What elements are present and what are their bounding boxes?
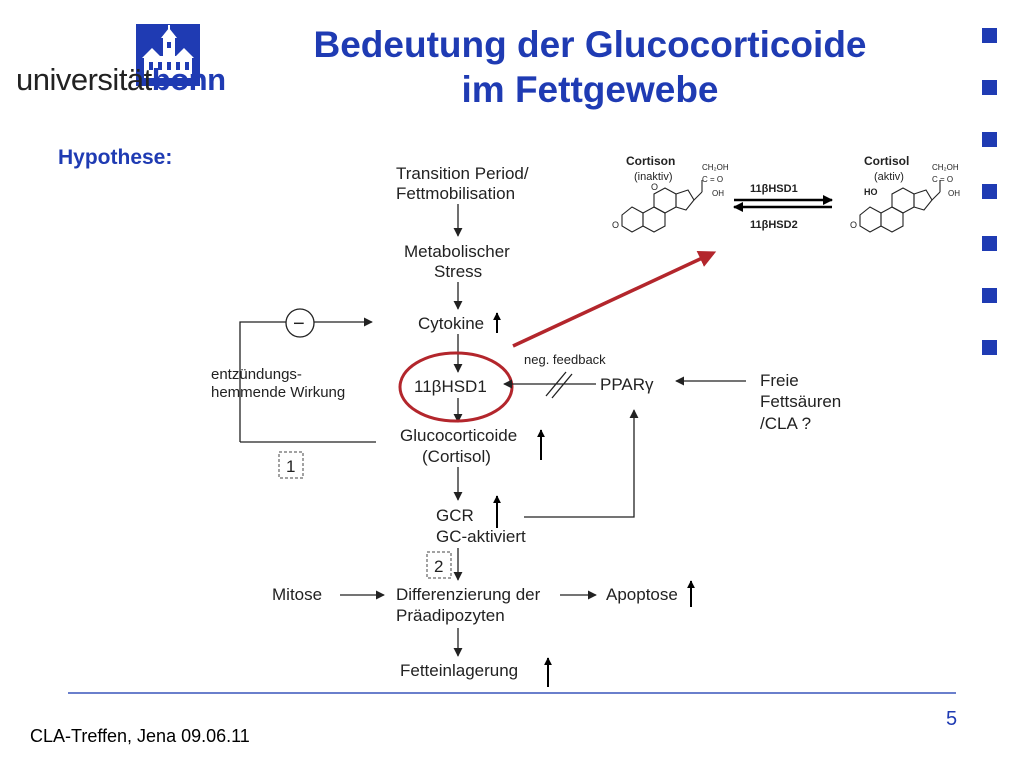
square-icon xyxy=(982,288,997,303)
freie-text-3: /CLA ? xyxy=(760,414,811,433)
logo-wordmark: universitätbonn xyxy=(16,62,226,98)
minus-circle-icon xyxy=(285,308,315,338)
square-icon xyxy=(982,28,997,43)
logo-uni-text: universität xyxy=(16,62,152,97)
ppar-text: PPARγ xyxy=(600,375,654,394)
mitose-text: Mitose xyxy=(272,585,322,604)
differenzierung-text-1: Differenzierung der xyxy=(396,585,541,604)
stress-text-2: Stress xyxy=(434,262,482,281)
reaction-scheme: Cortison (inaktiv) Cortisol (aktiv) O O … xyxy=(612,154,960,233)
differenzierung-text-2: Präadipozyten xyxy=(396,606,505,625)
cortisol-label: Cortisol xyxy=(864,154,909,168)
cortisol-state: (aktiv) xyxy=(874,171,904,183)
arrow-gcr-ppar xyxy=(524,409,639,518)
neg-feedback-text: neg. feedback xyxy=(524,352,606,367)
footer-event: CLA-Treffen, Jena 09.06.11 xyxy=(30,726,250,746)
freie-text-2: Fettsäuren xyxy=(760,392,841,411)
enzyme-reverse-label: 11βHSD2 xyxy=(750,219,798,231)
cortison-state: (inaktiv) xyxy=(634,171,673,183)
apoptose-text: Apoptose xyxy=(606,585,678,604)
transition-text-1: Transition Period/ xyxy=(396,164,529,183)
box-1 xyxy=(278,451,304,479)
box-1-label: 1 xyxy=(286,457,295,476)
enzyme-forward-label: 11βHSD1 xyxy=(750,183,798,195)
page-number: 5 xyxy=(946,708,958,730)
cortisol-co: C = O xyxy=(932,175,953,184)
slide-title: Bedeutung der Glucocorticoide im Fettgew… xyxy=(240,22,940,112)
cortison-ch2oh: CH₂OH xyxy=(702,163,729,172)
entzuendung-text-1: entzündungs- xyxy=(211,366,302,383)
stress-text-1: Metabolischer xyxy=(404,242,510,261)
square-icon xyxy=(982,132,997,147)
box-2 xyxy=(426,551,452,579)
hsd1-text: 11βHSD1 xyxy=(414,377,487,396)
entzuendung-text-2: hemmende Wirkung xyxy=(211,384,345,401)
glucocorticoide-text-1: Glucocorticoide xyxy=(400,426,517,445)
cortison-o-1: O xyxy=(612,220,619,230)
cortison-label: Cortison xyxy=(626,154,675,168)
gcr-text-1: GCR xyxy=(436,506,474,525)
cytokine-text: Cytokine xyxy=(418,314,484,333)
freie-text-1: Freie xyxy=(760,371,799,390)
square-icon xyxy=(982,236,997,251)
square-icon xyxy=(982,184,997,199)
red-highlight-arrow xyxy=(512,250,717,348)
square-icon xyxy=(982,340,997,355)
cortisol-ch2oh: CH₂OH xyxy=(932,163,959,172)
footer-divider xyxy=(68,692,956,694)
cortisol-o: O xyxy=(850,220,857,230)
cortison-co: C = O xyxy=(702,175,723,184)
feedback-loop-line xyxy=(239,321,286,442)
title-line-1: Bedeutung der Glucocorticoide xyxy=(313,24,867,65)
title-line-2: im Fettgewebe xyxy=(461,69,719,110)
fetteinlagerung-text: Fetteinlagerung xyxy=(400,661,518,680)
cortison-oh: OH xyxy=(712,189,724,198)
cortisol-structure-icon xyxy=(859,180,941,233)
block-line-1 xyxy=(545,371,567,397)
cortisol-oh: OH xyxy=(948,189,960,198)
square-icon xyxy=(982,80,997,95)
cortisol-ho: HO xyxy=(864,187,878,197)
block-line-2 xyxy=(551,373,573,399)
hypothesis-label: Hypothese: xyxy=(58,146,173,169)
minus-sign: − xyxy=(293,313,305,335)
logo-bonn-text: bonn xyxy=(151,62,226,97)
gcr-text-2: GC-aktiviert xyxy=(436,527,526,546)
transition-text-2: Fettmobilisation xyxy=(396,184,515,203)
building-logo-icon xyxy=(136,24,200,86)
cortison-structure-icon xyxy=(621,180,703,233)
university-logo: universitätbonn xyxy=(16,22,226,97)
glucocorticoide-text-2: (Cortisol) xyxy=(422,447,491,466)
cortison-o-2: O xyxy=(651,182,658,192)
box-2-label: 2 xyxy=(434,557,443,576)
